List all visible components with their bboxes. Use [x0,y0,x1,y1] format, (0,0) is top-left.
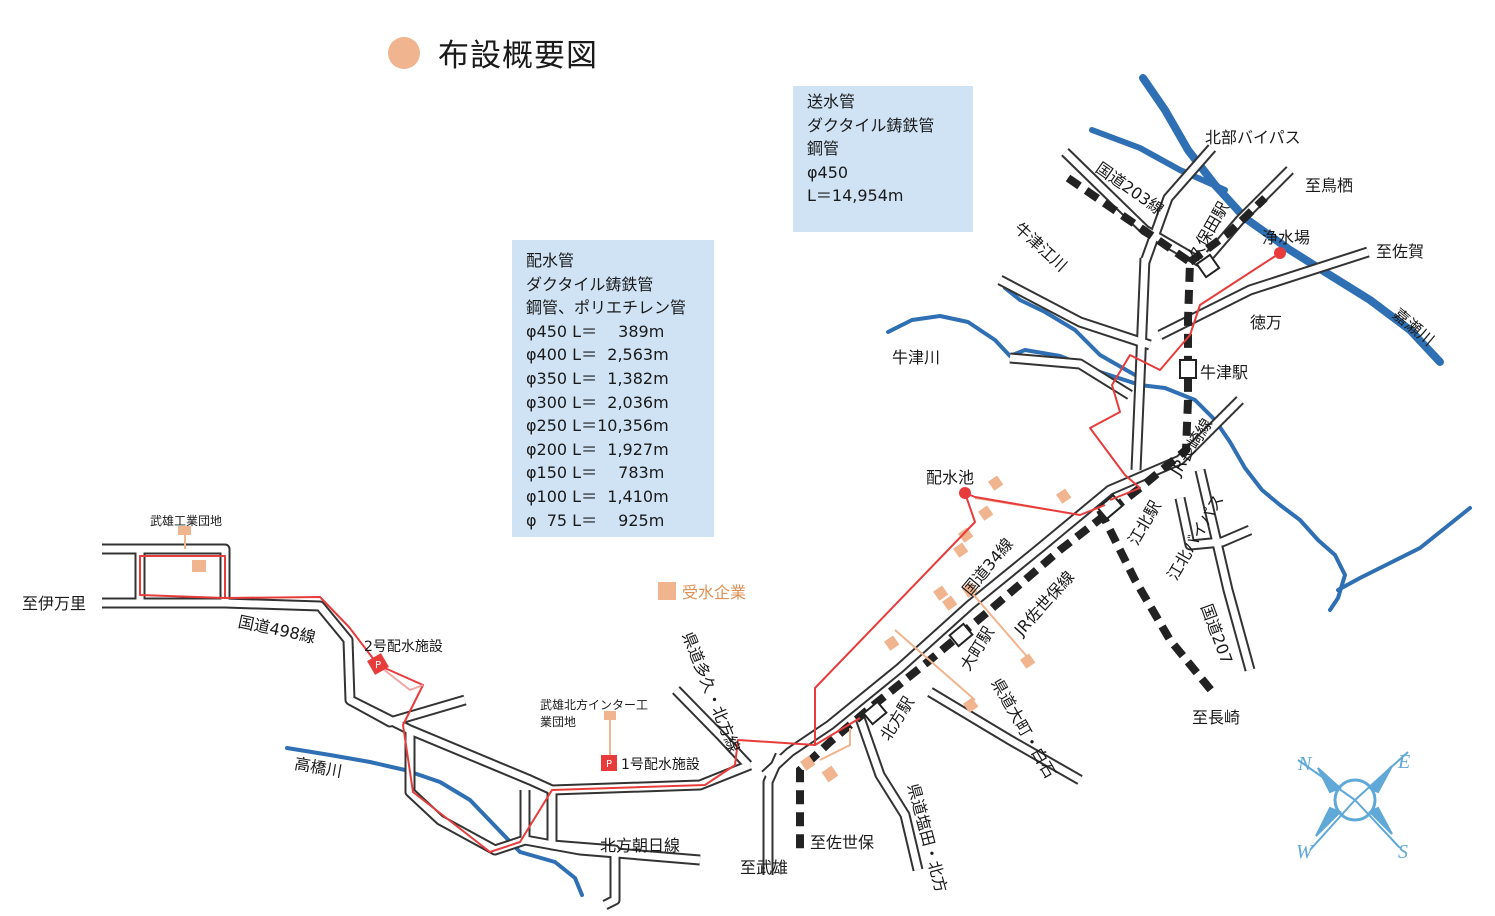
company-block [953,542,969,558]
takahashi-river [285,746,584,897]
info-line: φ200 L＝ 1,927m [526,439,669,459]
label-takeo-estate: 武雄工業団地 [150,514,223,528]
key-points: P P [367,247,1286,771]
info-line: φ 75 L＝ 925m [526,510,665,530]
company-block [962,582,978,598]
info-line: φ350 L＝ 1,382m [526,368,669,388]
company-block [933,585,949,601]
info-line: φ150 L＝ 783m [526,463,665,483]
label-to-tosu: 至鳥栖 [1305,176,1354,195]
label-purification-plant: 浄水場 [1262,228,1311,247]
compass-letters: N E W S [1296,751,1410,863]
distribution-pipe-box: 配水管ダクタイル鋳鉄管鋼管、ポリエチレン管 φ450 L＝ 389m φ400 L＝… [512,240,714,537]
label-to-nagasaki: 至長崎 [1192,708,1241,727]
estate-pipe [139,555,226,599]
omachi-station-mark [948,622,974,648]
label-facility1: 1号配水施設 [621,757,700,773]
label-ushizu-station: 牛津駅 [1200,363,1249,382]
company-block [800,755,816,771]
info-line: ダクタイル鋳鉄管 [526,274,654,294]
roads [102,144,1370,910]
reservoir-main [224,492,976,853]
label-tokuman: 徳万 [1250,313,1283,332]
reservoir-point [959,487,971,499]
label-to-saga: 至佐賀 [1376,242,1425,261]
purification-plant-point [1274,247,1286,259]
kohoku-station-mark [1096,493,1124,521]
legend-company-label: 受水企業 [682,583,747,602]
company-block [1020,653,1036,669]
company-block [604,711,616,720]
facility-1-mark: P [601,755,617,771]
pipe-branch-1 [814,717,861,746]
info-line: φ400 L＝ 2,563m [526,345,669,365]
kase-river-branch [1089,127,1228,193]
rivers [285,74,1472,897]
compass-e: E [1397,751,1410,773]
info-line: 鋼管、ポリエチレン管 [526,298,687,318]
title-bullet-icon [388,36,420,69]
jr-nagasaki-line [796,174,1195,850]
info-line: φ100 L＝ 1,410m [526,486,669,506]
company-block [178,526,191,535]
facility-2-mark: P [367,653,389,675]
compass-n: N [1297,753,1313,775]
label-reservoir: 配水池 [926,468,975,487]
water-pipes [139,252,1281,853]
ushizu-river-2 [1003,286,1137,377]
facility-mark-text: P [375,660,381,671]
company-block [1056,488,1072,504]
info-line: φ300 L＝ 2,036m [526,392,669,412]
page-title: 布設概要図 [438,38,598,74]
info-line: φ250 L＝10,356m [526,416,669,436]
info-line: φ450 [807,162,849,182]
legend-company: 受水企業 [658,579,746,603]
label-to-sasebo: 至佐世保 [810,833,875,852]
stations [862,253,1221,726]
transmission-pipe [1089,252,1281,501]
label-to-imari: 至伊万里 [22,594,87,613]
compass-rose [1297,751,1409,851]
company-legend-icon [658,582,676,600]
label-hokubu-bypass: 北部バイパス [1205,128,1301,147]
company-block [988,475,1004,491]
ushizu-river [886,314,1347,612]
company-block [958,527,974,543]
info-line: ダクタイル鋳鉄管 [807,115,935,135]
label-ushizu-river: 牛津川 [892,348,941,367]
kitagata-station-mark [862,700,888,726]
label-kitagata-ic-estate: 武雄北方インター工業団地 [540,698,649,729]
rail-north [1187,195,1268,266]
info-line: 送水管 [807,92,856,111]
company-blocks [178,475,1072,783]
compass-w: W [1296,841,1315,863]
company-block [192,560,206,572]
jr-nagasaki-south [1096,508,1219,698]
label-facility2: 2号配水施設 [364,639,443,655]
company-block [978,505,994,521]
river-east [1336,506,1472,592]
railways [796,174,1268,850]
compass-s: S [1398,841,1408,863]
company-block [884,635,900,651]
info-line: 鋼管 [807,139,840,159]
kubota-station-mark [1195,253,1221,279]
facility-mark-text: P [606,759,612,770]
map-title: 布設概要図 [388,30,598,75]
ushizu-station-mark [1179,359,1197,379]
company-block [963,697,979,713]
label-to-takeo: 至武雄 [740,858,789,877]
info-line: φ450 L＝ 389m [526,321,665,341]
label-kitagata-asahi: 北方朝日線 [600,836,681,855]
company-block [942,595,958,611]
info-line: 配水管 [526,251,575,270]
company-block [821,765,839,783]
info-line: L＝14,954m [807,186,904,206]
kase-river [1139,74,1444,366]
